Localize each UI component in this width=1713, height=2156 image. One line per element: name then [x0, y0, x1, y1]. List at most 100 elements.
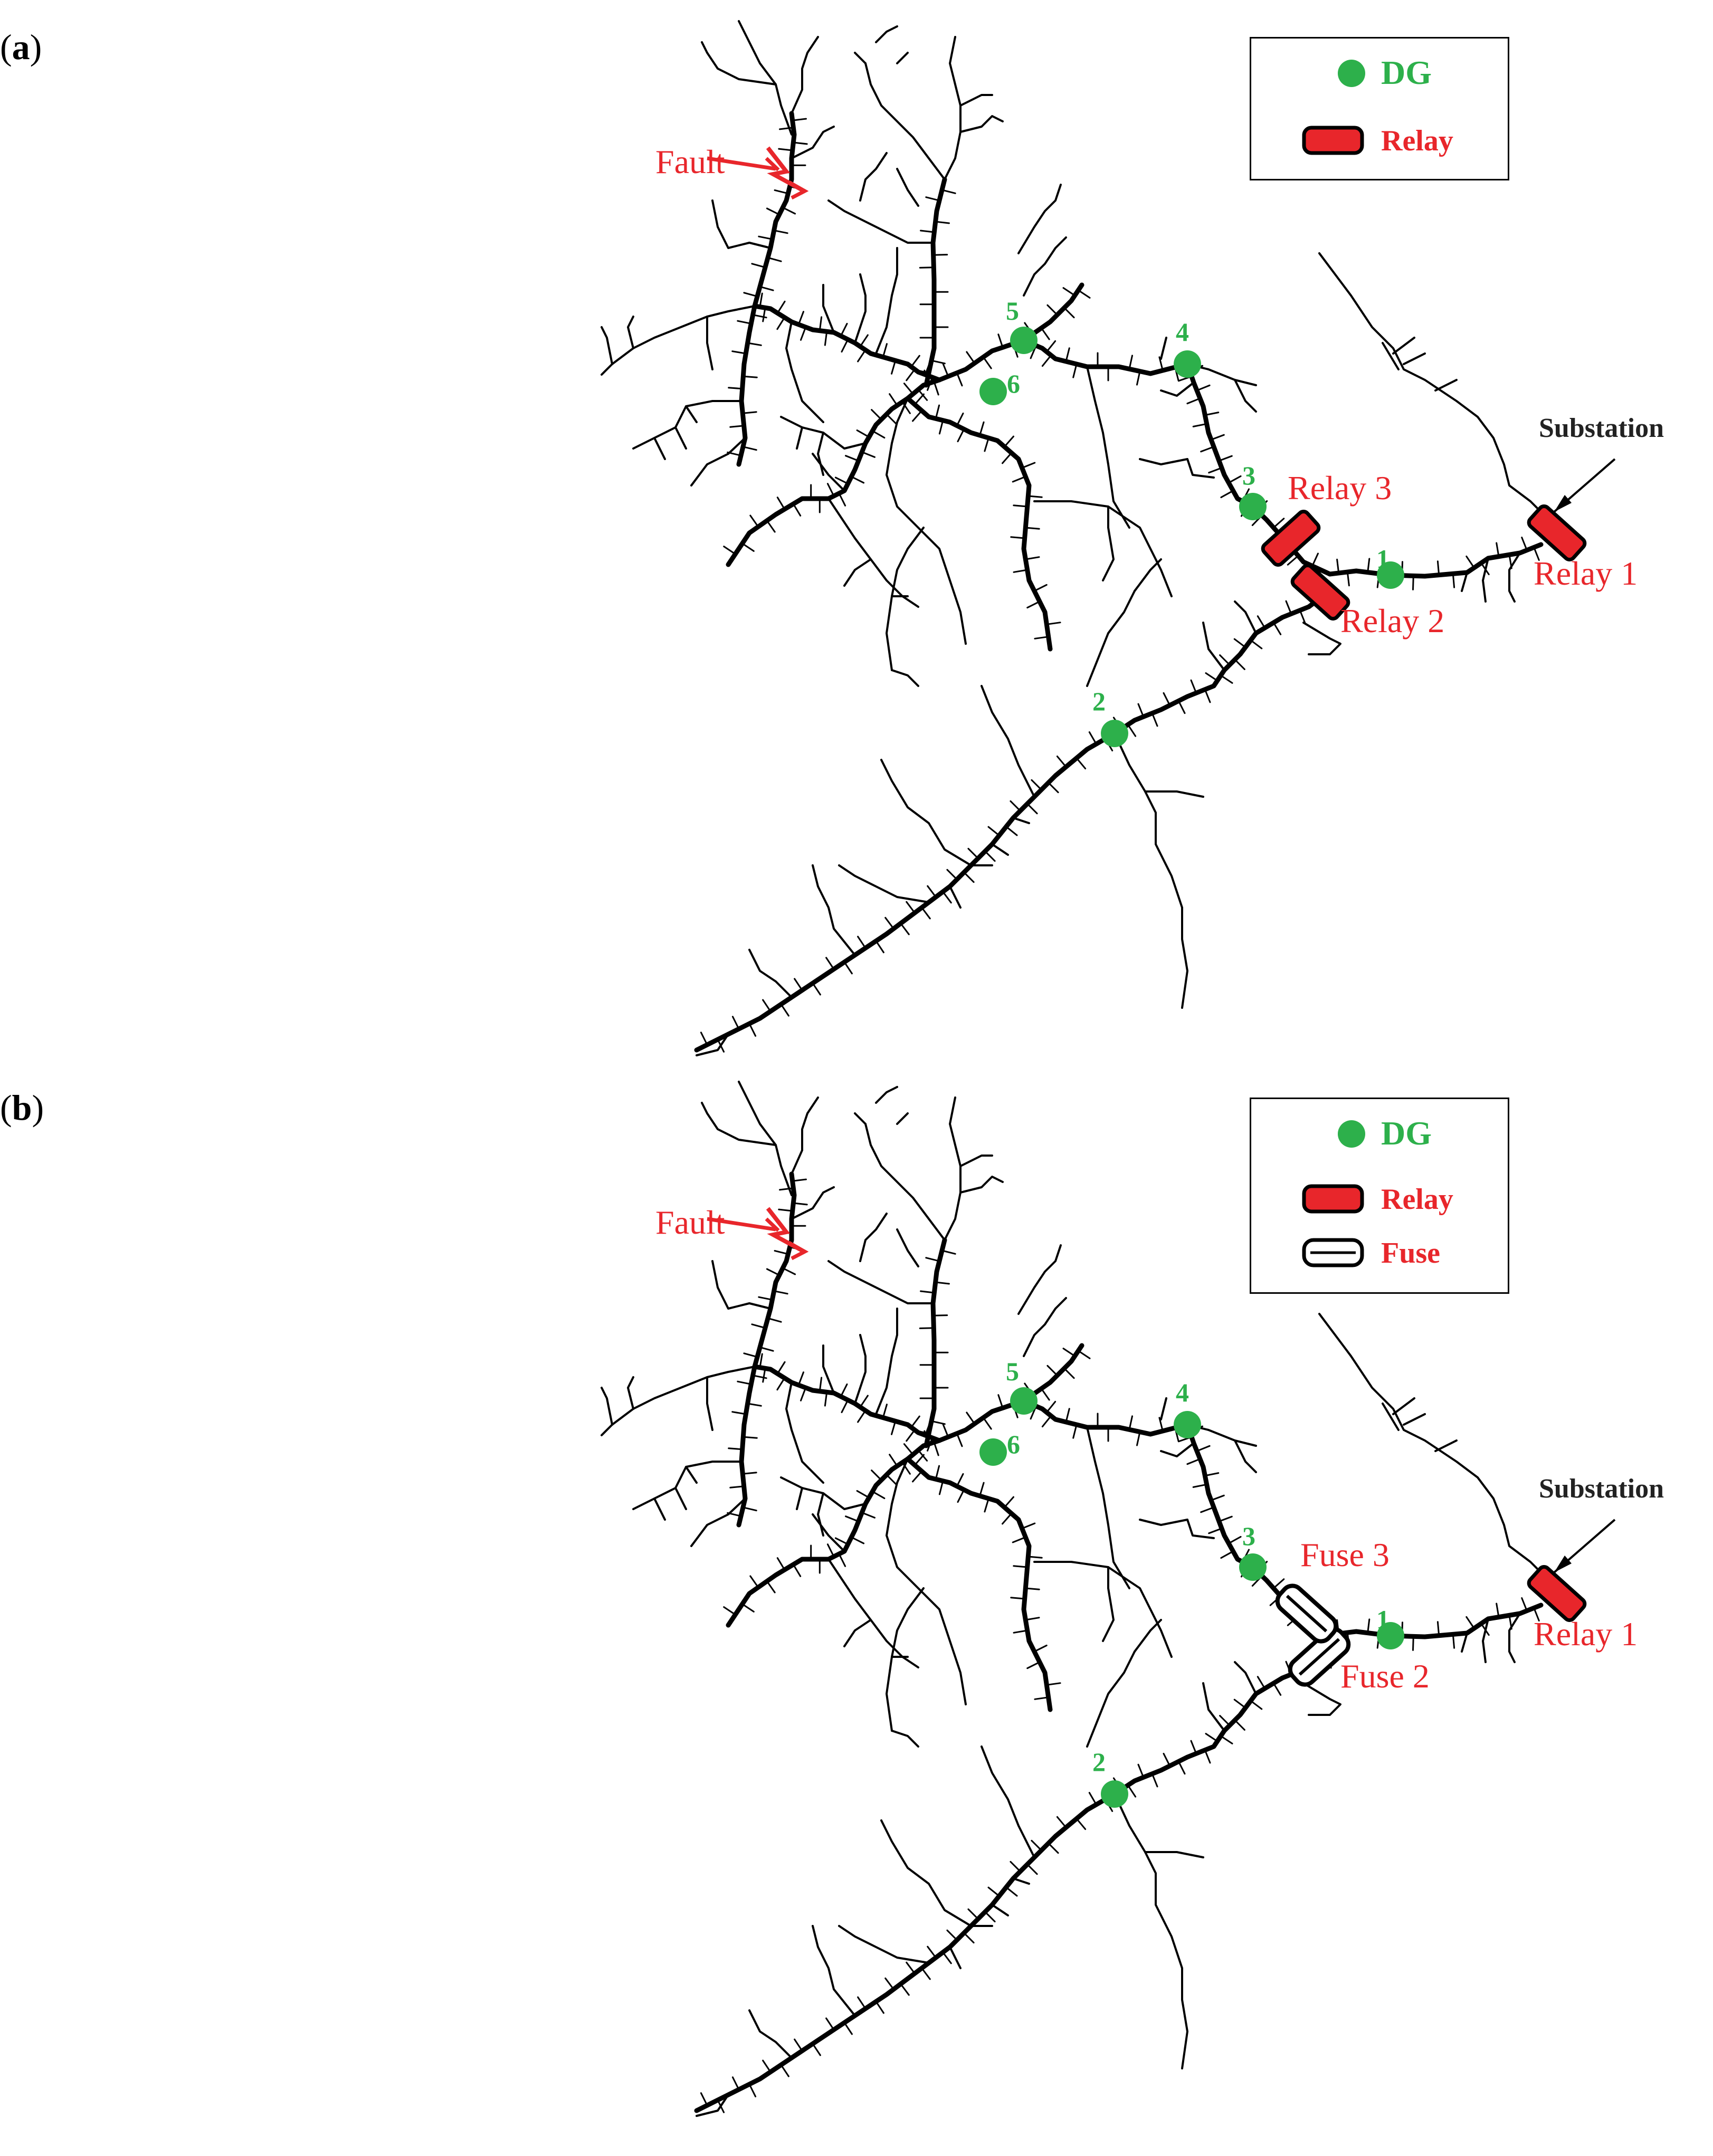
dg-markers	[979, 1387, 1404, 1808]
lateral-branch	[1139, 1519, 1215, 1539]
lateral-branch	[812, 453, 845, 492]
dg-1-number: 1	[1376, 544, 1390, 574]
lateral-branch	[1202, 1661, 1257, 1732]
lateral-branch	[886, 1458, 967, 1705]
lateral-branch	[701, 1102, 777, 1146]
dg-2	[1101, 720, 1128, 747]
feeder-ticks	[912, 393, 1061, 640]
main-feeder	[1327, 1602, 1544, 1639]
lateral-branch	[886, 397, 967, 645]
lateral-branch	[880, 759, 972, 866]
legend-relay-label: Relay	[1381, 125, 1453, 157]
feeder-ticks	[743, 118, 808, 298]
lateral-branch	[827, 1558, 903, 1658]
lateral-branch	[1160, 381, 1195, 397]
lateral-branch	[690, 437, 746, 486]
fuse-3-symbol	[1275, 1583, 1338, 1644]
lateral-branch	[1461, 1618, 1489, 1663]
feeder-ticks	[723, 1544, 821, 1616]
panel-a: (a) DG	[0, 20, 1664, 1056]
feeder-ticks	[920, 1249, 956, 1294]
legend-dg: DG	[1251, 52, 1508, 100]
lateral-branch	[1033, 500, 1173, 597]
lateral-branch	[696, 1033, 729, 1056]
dg-markers	[979, 327, 1404, 747]
legend-dg-label: DG	[1381, 1114, 1432, 1152]
lateral-branch	[1382, 337, 1458, 392]
relay-1-symbol	[1527, 504, 1587, 562]
dg-6	[979, 378, 1007, 405]
lateral-branch	[791, 36, 819, 115]
lateral-branch	[601, 305, 756, 376]
network-diagram-b	[601, 1081, 1616, 2117]
fuse-legend-icon	[1302, 1238, 1364, 1267]
dg-3	[1239, 493, 1267, 520]
feeder-ticks	[1029, 1390, 1179, 1446]
lateral-branch	[1086, 1397, 1167, 1589]
lateral-branch	[949, 1877, 1030, 1969]
lateral-branch	[1086, 1651, 1136, 1748]
relay-1-label: Relay 1	[1534, 1615, 1638, 1653]
main-feeder	[752, 111, 797, 309]
lateral-branch	[748, 949, 793, 998]
main-feeder	[826, 1398, 1026, 1562]
lateral-branch	[1302, 622, 1341, 655]
feeder-ticks	[826, 1394, 1019, 1567]
main-feeder	[930, 1237, 947, 1306]
relay-2-symbol	[1290, 563, 1350, 621]
substation-arrow	[1553, 1519, 1616, 1573]
lateral-branch	[854, 25, 909, 64]
lateral-branch	[1302, 1682, 1341, 1716]
main-feeder	[924, 240, 937, 388]
lateral-branch	[785, 1381, 824, 1484]
lateral-branch	[748, 2009, 793, 2059]
lateral-branch	[1318, 252, 1547, 518]
main-feeder	[826, 338, 1026, 501]
legend-fuse-label: Fuse	[1381, 1237, 1440, 1270]
legend: DG Relay	[1250, 37, 1509, 180]
dg-2	[1101, 1780, 1128, 1808]
relay-legend-icon	[1302, 1184, 1364, 1214]
relay-legend-icon	[1302, 126, 1364, 155]
main-feeder	[736, 1364, 757, 1528]
network-diagram-a	[601, 20, 1616, 1056]
fuse-2-symbol	[1288, 1627, 1351, 1687]
lateral-branch	[949, 817, 1030, 909]
dg-6-number: 6	[1007, 369, 1020, 398]
fault-symbol	[707, 146, 809, 200]
fault-label: Fault	[655, 143, 725, 180]
lateral-branch	[827, 199, 934, 244]
main-feeder	[1021, 1343, 1084, 1404]
feeder-ticks	[759, 1353, 934, 1452]
lateral-branch	[859, 1213, 919, 1267]
dg-legend-icon	[1338, 1120, 1365, 1148]
lateral-branch	[711, 1260, 772, 1310]
lateral-branch	[822, 1334, 867, 1405]
feeder-ticks	[1029, 329, 1179, 386]
main-feeder	[905, 1456, 1053, 1712]
lateral-branch	[1382, 1397, 1458, 1452]
protection-devices	[1275, 1564, 1587, 1687]
feeder-network	[601, 1081, 1547, 2117]
main-feeder	[752, 1364, 942, 1443]
legend-relay-label: Relay	[1381, 1183, 1453, 1216]
dg-4-number: 4	[1176, 1378, 1189, 1407]
lateral-branch	[843, 558, 919, 608]
lateral-branch	[1139, 458, 1215, 479]
lateral-branch	[812, 1513, 845, 1552]
lateral-branch	[875, 1308, 898, 1415]
lateral-branch	[1461, 557, 1489, 603]
lateral-branch	[1160, 1442, 1195, 1457]
lateral-branch	[959, 1155, 1004, 1194]
lateral-branch	[891, 1656, 919, 1748]
lateral-branch	[632, 1461, 743, 1510]
legend-relay: Relay	[1251, 1178, 1508, 1226]
relay-1-symbol	[1527, 1564, 1587, 1623]
panel-label-a: (a)	[0, 27, 42, 67]
fuse-2-label: Fuse 2	[1340, 1657, 1430, 1695]
main-feeder	[752, 1171, 797, 1369]
lateral-branch	[791, 126, 835, 159]
legend-dg: DG	[1251, 1113, 1508, 1160]
dg-5-number: 5	[1006, 1357, 1019, 1386]
dg-3	[1239, 1553, 1267, 1581]
